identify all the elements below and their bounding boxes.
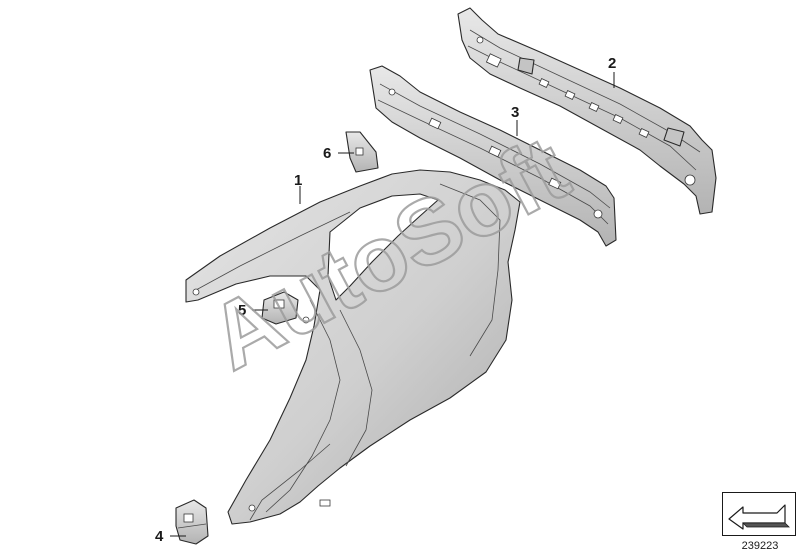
callout-6[interactable]: 6 <box>323 145 331 162</box>
part-3-cross-member[interactable] <box>369 65 617 247</box>
callout-1[interactable]: 1 <box>294 172 302 189</box>
part-6-bracket[interactable] <box>345 131 379 173</box>
callout-4[interactable]: 4 <box>155 528 164 545</box>
part-2-rear-cross-member[interactable] <box>457 7 717 215</box>
part-4-bracket[interactable] <box>175 499 209 545</box>
forward-arrow-icon <box>728 504 790 530</box>
part-5-plate[interactable] <box>261 291 299 325</box>
part-1-side-frame[interactable] <box>185 169 521 525</box>
callout-5[interactable]: 5 <box>238 302 246 319</box>
reference-code: 239223 <box>741 540 779 552</box>
callout-3[interactable]: 3 <box>511 104 519 121</box>
forward-arrow-button[interactable] <box>722 492 796 536</box>
callout-2[interactable]: 2 <box>608 55 616 72</box>
